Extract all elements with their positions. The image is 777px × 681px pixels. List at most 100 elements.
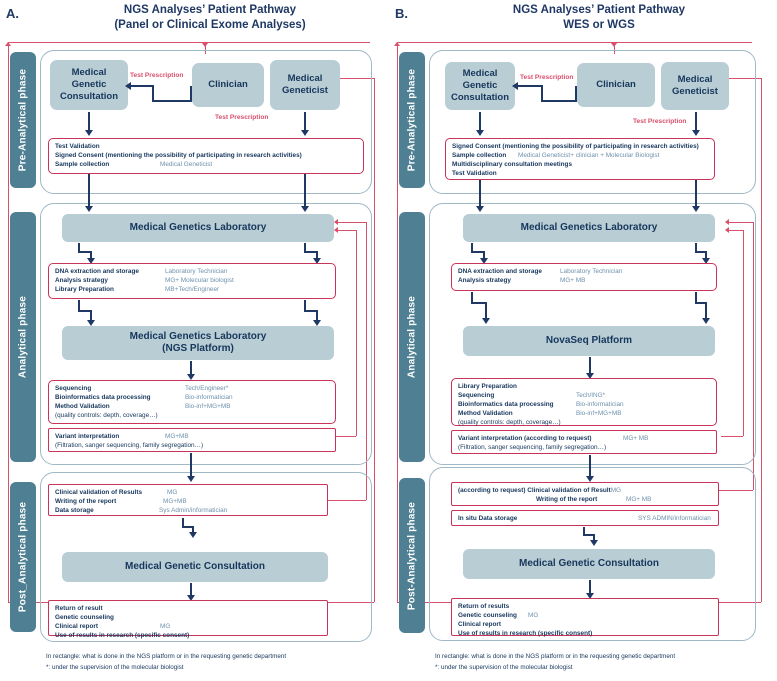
task-line: (according to request) Clinical validati… xyxy=(458,487,621,494)
arrowhead-consult-to-return-b xyxy=(586,593,594,599)
phase-bar-post-analytical-b: Post-Analytical phase xyxy=(399,478,425,633)
phase-label-analytical-b: Analytical phase xyxy=(406,295,418,379)
feedback-arrowhead-topleft-b xyxy=(394,42,400,46)
phase-container-post-analytical-a xyxy=(40,472,372,642)
feedback-wire-inner-b xyxy=(753,222,755,490)
arrow-consultation-in-a xyxy=(130,85,154,88)
task-sequencing-a[interactable]: Sequencing Tech/Engineer* Bioinformatics… xyxy=(48,380,336,424)
arrowhead-ngs-down-a xyxy=(187,374,195,380)
feedback-wire-inner2-top-b xyxy=(729,230,743,232)
actor-medical-genetics-laboratory-b[interactable]: Medical Genetics Laboratory xyxy=(463,214,715,242)
feedback-arrowhead-lab2-a xyxy=(334,227,338,233)
task-extraction-b[interactable]: DNA extraction and storage Laboratory Te… xyxy=(451,263,717,291)
task-line: Writing of the report MG+MB xyxy=(55,498,187,506)
task-line: Use of results in research (specific con… xyxy=(458,630,593,638)
arrow-extr-down-right-b xyxy=(695,292,698,304)
task-preanalytical-a[interactable]: Test Validation Signed Consent (mentioni… xyxy=(48,138,364,174)
task-line: Test Validation xyxy=(452,170,497,178)
actor-final-consultation-b[interactable]: Medical Genetic Consultation xyxy=(463,549,715,579)
actor-clinician-b[interactable]: Clinician xyxy=(577,63,655,107)
arrowhead-variant-down-b xyxy=(586,476,594,482)
arrowhead-consultation-b xyxy=(512,82,518,90)
task-line: Sequencing Tech/Engineer* xyxy=(55,385,229,392)
actor-medical-geneticist-b[interactable]: Medical Geneticist xyxy=(661,62,729,110)
feedback-wire-clinician-drop-a xyxy=(205,42,207,54)
panel-a-title: NGS Analyses’ Patient Pathway (Panel or … xyxy=(40,3,380,33)
task-validation-b[interactable]: (according to request) Clinical validati… xyxy=(451,482,719,506)
phase-label-post-analytical-b: Post-Analytical phase xyxy=(406,501,418,610)
arrow-consultation-in-b xyxy=(517,85,543,88)
arrow-geneticist-down-a xyxy=(304,112,307,132)
arrow-clinician-up-a xyxy=(152,86,155,102)
task-extraction-a[interactable]: DNA extraction and storage Laboratory Te… xyxy=(48,263,336,299)
arrow-lab-down-right-a xyxy=(304,243,307,253)
feedback-wire-inner-bottom-b xyxy=(719,490,753,492)
footnote-2-a: *: under the supervision of the molecula… xyxy=(46,664,184,671)
actor-novaseq-platform-b[interactable]: NovaSeq Platform xyxy=(463,326,715,356)
panel-b-letter: B. xyxy=(395,6,408,21)
task-line: Return of result xyxy=(55,605,103,612)
arrow-pre-to-lab-right-a xyxy=(304,174,307,210)
task-variant-interpretation-b[interactable]: Variant interpretation (according to req… xyxy=(451,430,717,454)
arrow-extr-down2-right-a xyxy=(316,310,319,322)
task-line: Writing of the report MG+ MB xyxy=(536,496,652,504)
actor-medical-genetics-laboratory-a[interactable]: Medical Genetics Laboratory xyxy=(62,214,334,242)
feedback-wire-inner-a xyxy=(366,222,368,500)
feedback-wire-right-a xyxy=(374,78,376,602)
task-validation-a[interactable]: Clinical validation of Results MG Writin… xyxy=(48,484,328,516)
task-line: Test Validation xyxy=(55,143,100,150)
actor-medical-genetic-consultation-a[interactable]: Medical Genetic Consultation xyxy=(50,60,128,110)
arrow-validation-down-a xyxy=(182,518,185,528)
arrow-pre-to-lab-right-b xyxy=(695,180,698,210)
arrow-validation-elbow-a xyxy=(182,526,194,529)
arrow-extr-elbow-left-b xyxy=(471,302,487,305)
task-sequencing-b[interactable]: Library Preparation Sequencing Tech/ING*… xyxy=(451,378,717,426)
actor-clinician-a[interactable]: Clinician xyxy=(192,63,264,107)
task-line: Sequencing Tech/ING* xyxy=(458,392,606,400)
task-return-b[interactable]: Return of results Genetic counseling MG … xyxy=(451,598,719,638)
task-line: Use of results in research (specific con… xyxy=(55,632,190,640)
task-line: Signed Consent (mentioning the possibili… xyxy=(55,152,302,160)
arrowhead-lab-right-a xyxy=(313,258,321,264)
footnote-1-b: In rectangle: what is done in the NGS pl… xyxy=(435,653,676,660)
arrow-ngs-down-a xyxy=(190,361,193,376)
arrow-lab-elbow-right-a xyxy=(304,251,318,254)
arrowhead-novaseq-down-b xyxy=(586,373,594,379)
arrowhead-variant-down-a xyxy=(187,476,195,482)
phase-bar-pre-analytical-a: Pre-Analytical phase xyxy=(10,52,36,188)
arrowhead-pre-to-lab-left-b xyxy=(476,206,484,212)
panel-b-title: NGS Analyses’ Patient Pathway WES or WGS xyxy=(429,3,769,33)
actor-final-consultation-a[interactable]: Medical Genetic Consultation xyxy=(62,552,328,582)
arrowhead-pre-to-lab-right-a xyxy=(301,206,309,212)
task-line: Sample collection Medical Geneticist xyxy=(55,161,213,169)
task-storage-b[interactable]: In situ Data storage SYS ADMIN/informati… xyxy=(451,510,719,526)
arrow-variant-down-b xyxy=(589,455,592,479)
panel-a-title-line1: NGS Analyses’ Patient Pathway xyxy=(123,4,297,16)
actor-medical-genetic-consultation-b[interactable]: Medical Genetic Consultation xyxy=(445,62,515,110)
task-preanalytical-b[interactable]: Signed Consent (mentioning the possibili… xyxy=(445,138,715,180)
feedback-wire-bottom-right-b xyxy=(717,602,761,604)
feedback-wire-left-a xyxy=(8,42,10,602)
task-line: (quality controls: depth, coverage…) xyxy=(458,419,561,427)
panel-b: B. NGS Analyses’ Patient Pathway WES or … xyxy=(389,0,777,681)
feedback-wire-top-a xyxy=(8,42,370,44)
novaseq-platform-line1-b: NovaSeq Platform xyxy=(545,334,633,346)
arrowhead-consultation-down-a xyxy=(85,130,93,136)
feedback-wire-bottom-right-a xyxy=(328,602,374,604)
arrow-extr-down-left-a xyxy=(78,300,81,312)
task-return-a[interactable]: Return of result Genetic counseling Clin… xyxy=(48,600,328,639)
phase-container-analytical-a xyxy=(40,203,372,465)
arrowhead-lab-left-a xyxy=(87,258,95,264)
arrowhead-consultation-a xyxy=(125,82,131,90)
task-variant-interpretation-a[interactable]: Variant interpretation MG+MB (Filtration… xyxy=(48,428,336,452)
phase-label-pre-analytical-b: Pre-Analytical phase xyxy=(406,68,418,172)
arrow-variant-down-a xyxy=(190,453,193,479)
task-line: Analysis strategy MG+ MB xyxy=(458,277,586,285)
task-line: In situ Data storage SYS ADMIN/informati… xyxy=(458,515,711,522)
task-line: Multidisciplinary consultation meetings xyxy=(452,161,573,169)
task-line: Method Validation Bio-inf+MG+MB xyxy=(458,410,622,418)
actor-medical-geneticist-a[interactable]: Medical Geneticist xyxy=(270,60,340,110)
actor-ngs-platform-a[interactable]: Medical Genetics Laboratory (NGS Platfor… xyxy=(62,326,334,360)
arrowhead-consultation-down-b xyxy=(476,130,484,136)
phase-container-post-analytical-b xyxy=(429,467,756,641)
